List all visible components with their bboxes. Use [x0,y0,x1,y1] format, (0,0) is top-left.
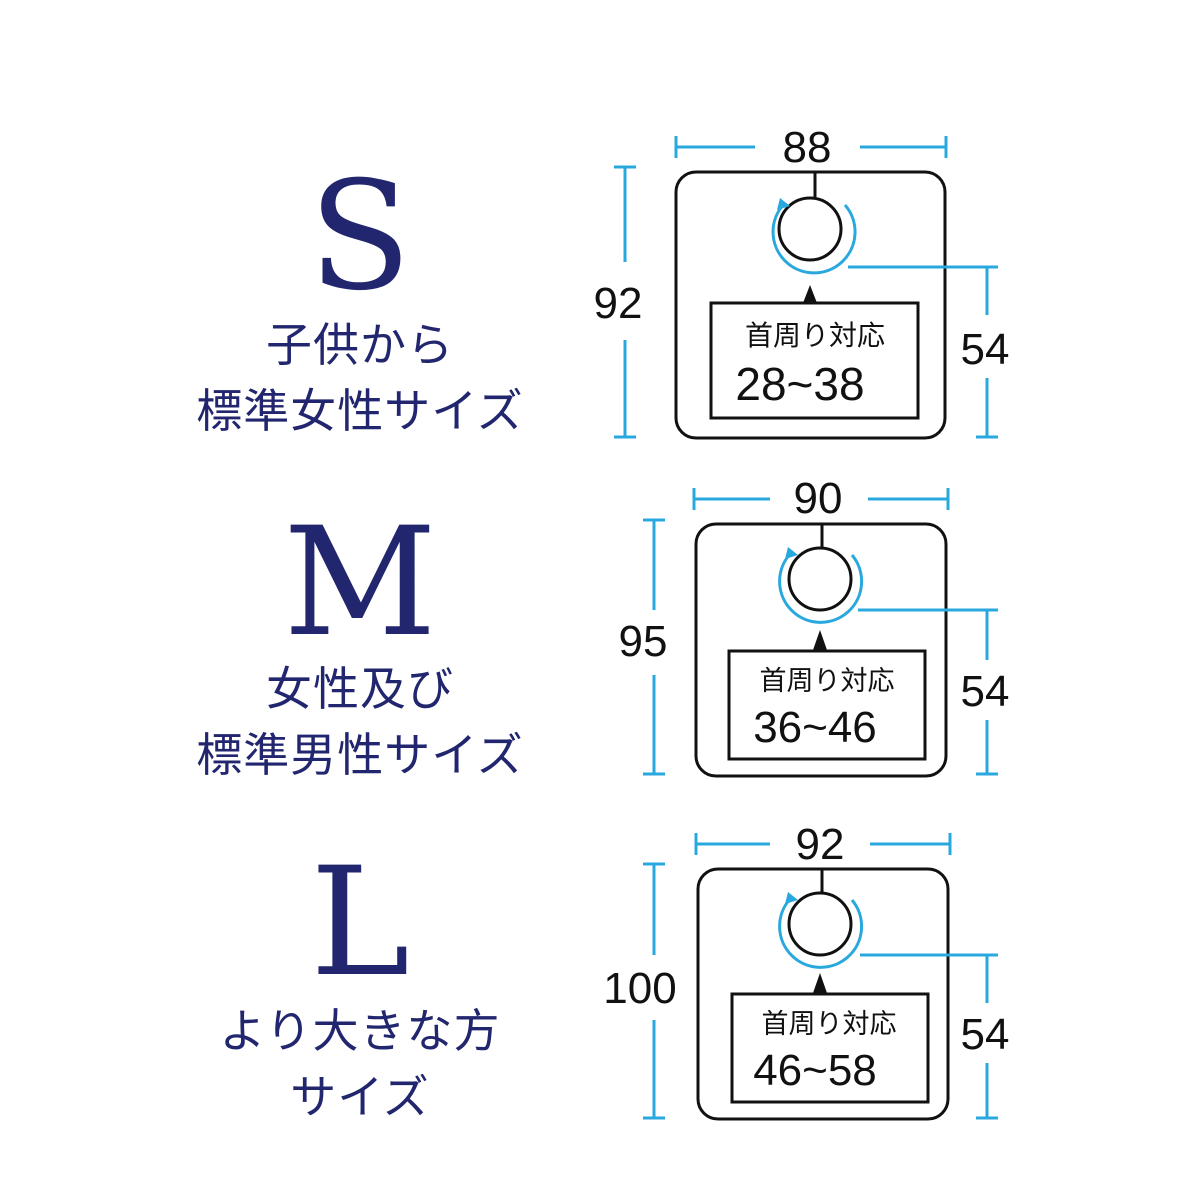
size-description-m-line2: 標準男性サイズ [196,728,524,782]
size-letter-m: M [283,496,437,670]
pointer-arrow-s [803,285,817,303]
height-dimension-m [643,518,665,776]
neck-range-l: 46~58 [753,1046,877,1095]
height-dimension-s [614,165,636,439]
size-description-s-line1: 子供から [266,318,454,372]
size-description-s: 子供から 標準女性サイズ [120,312,600,444]
neck-range-arc-l [778,896,864,969]
pointer-arrow-l [813,973,827,993]
width-value-l: 92 [796,820,845,869]
neck-label-box-m [727,649,927,761]
depth-dimension-s [848,265,998,439]
neck-range-s: 28~38 [735,358,864,410]
height-value-m: 95 [619,617,668,666]
neck-range-arc-m [778,551,864,624]
width-dimension-l [694,833,952,855]
depth-value-s: 54 [961,325,1010,374]
neck-range-m: 36~46 [753,703,877,752]
width-value-m: 90 [794,474,843,523]
size-description-s-line2: 標準女性サイズ [196,384,524,438]
neck-hole-m [787,546,853,612]
height-value-l: 100 [603,964,676,1013]
size-letter-s: S [308,150,412,324]
depth-dimension-l [860,953,998,1120]
neck-label-title-l: 首周り対応 [762,1009,897,1040]
depth-value-m: 54 [961,667,1010,716]
size-description-m-line1: 女性及び [266,662,454,716]
neck-label-title-s: 首周り対応 [745,319,885,352]
body-outline-s [674,170,947,440]
neck-label-box-s [709,301,920,420]
neck-range-arc-s [771,202,857,275]
size-description-l: より大きな方 サイズ [120,998,600,1130]
size-letter-l: L [310,836,410,1010]
diagram-m: 90 95 54 首周り対応 36~46 [619,474,1010,778]
size-description-l-line2: サイズ [290,1070,430,1124]
depth-dimension-m [858,608,998,776]
width-dimension-m [692,488,950,510]
diagram-s: 88 92 54 首周り対応 28~38 [594,123,1010,440]
arrow-icon [785,547,798,559]
height-dimension-l [643,862,665,1120]
height-value-s: 92 [594,279,643,328]
neck-label-box-l [730,992,930,1104]
width-dimension-s [674,136,948,158]
size-description-l-line1: より大きな方 [219,1004,501,1058]
neck-hole-l [787,891,853,957]
depth-value-l: 54 [961,1010,1010,1059]
neck-hole-s [777,196,843,262]
width-value-s: 88 [783,123,832,172]
diagram-l: 92 100 54 首周り対応 46~58 [603,820,1010,1121]
size-description-m: 女性及び 標準男性サイズ [120,656,600,788]
neck-label-title-m: 首周り対応 [760,666,895,697]
arrow-icon [777,198,790,210]
pointer-arrow-m [813,630,827,650]
arrow-icon [785,892,798,904]
